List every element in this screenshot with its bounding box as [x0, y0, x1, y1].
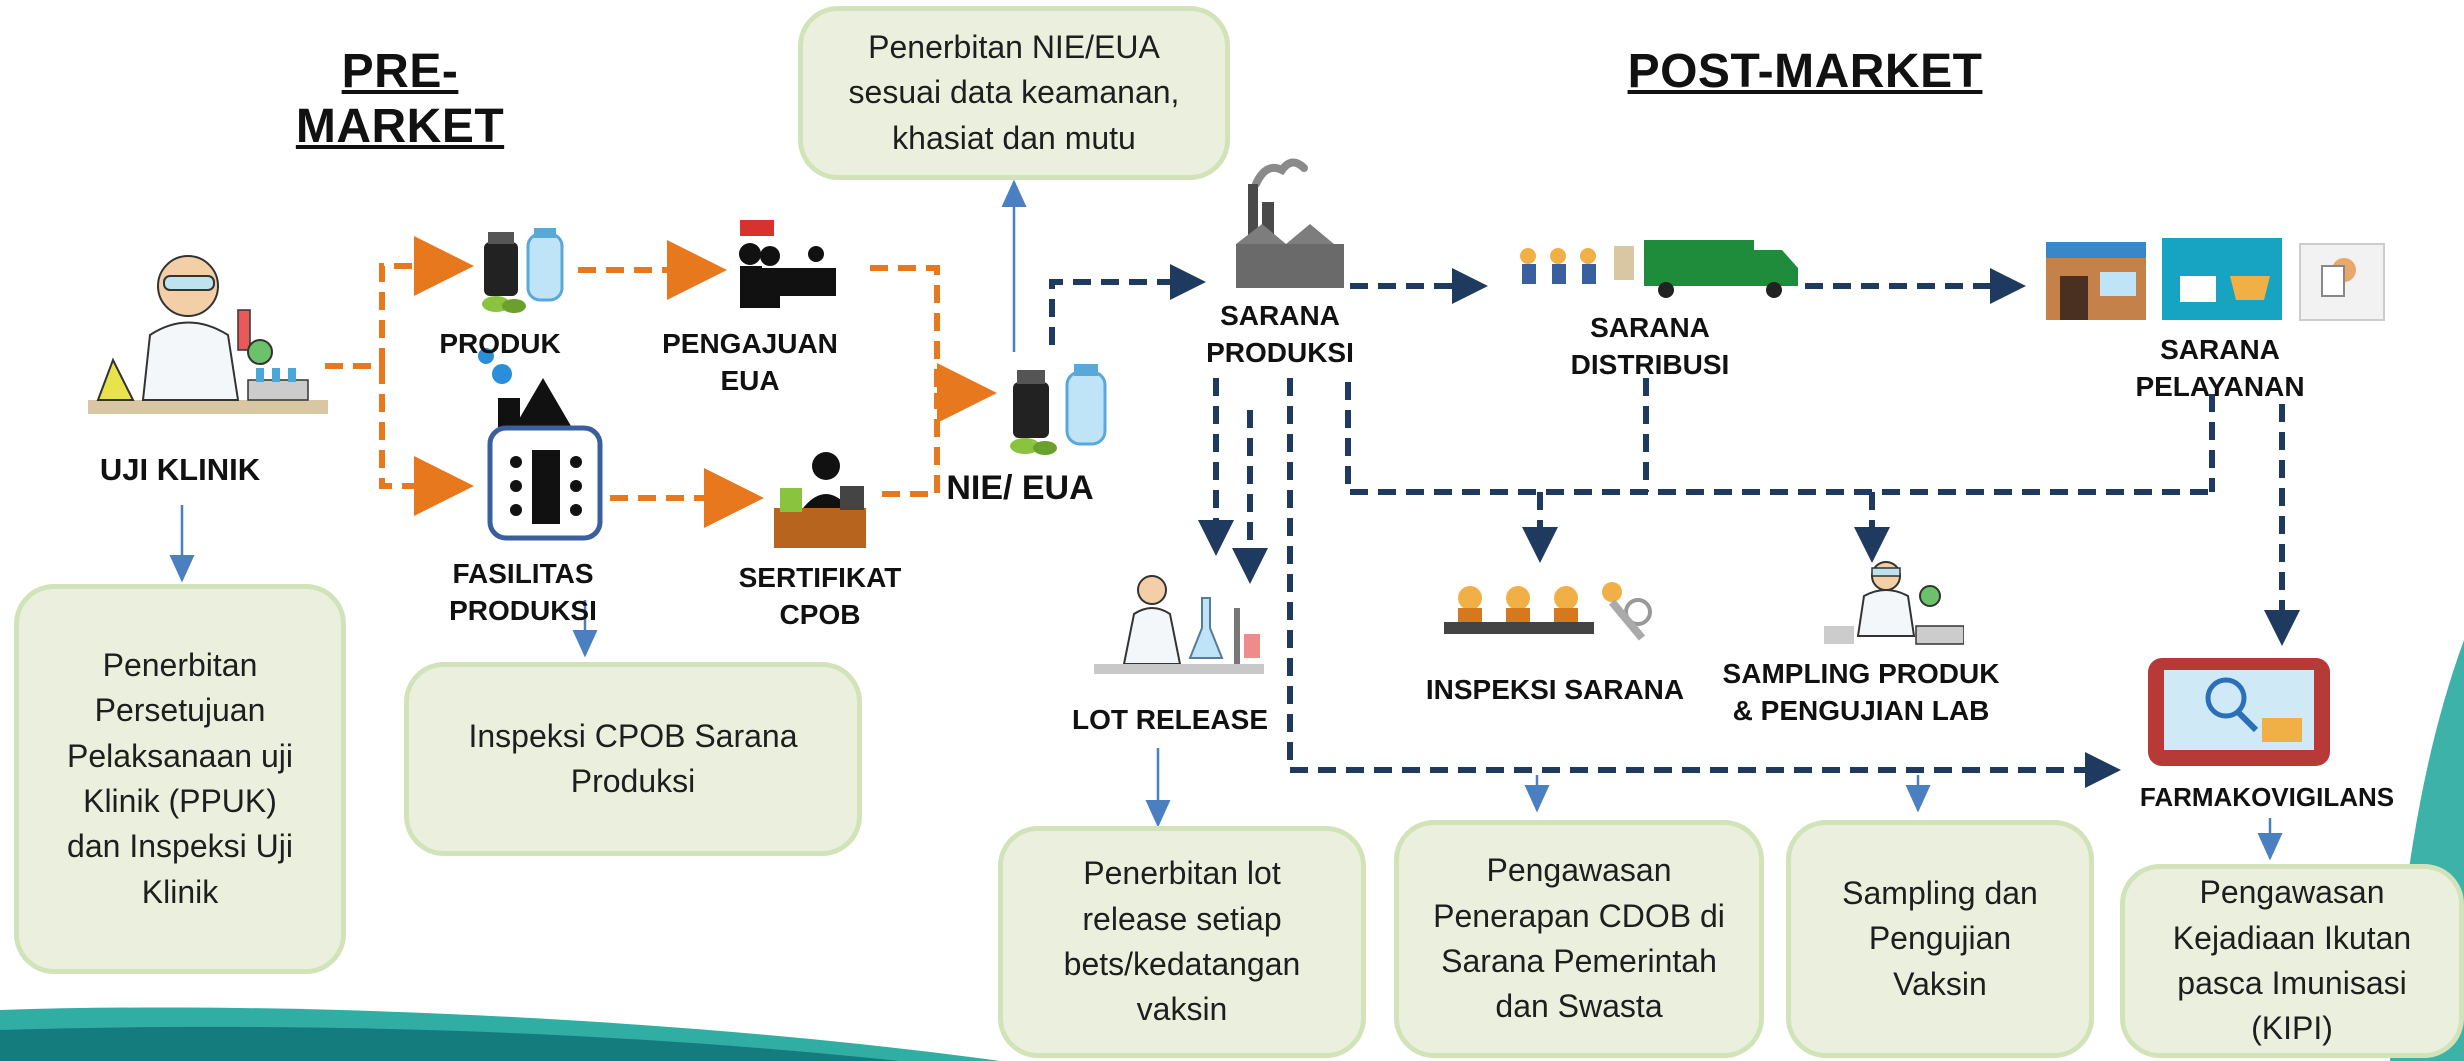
- sampling-produk-label: SAMPLING PRODUK & PENGUJIAN LAB: [1722, 658, 2000, 726]
- store-icon: [2044, 236, 2388, 322]
- registration-desk-icon: [730, 216, 840, 312]
- lot-release-box: Penerbitan lot release setiap bets/kedat…: [998, 826, 1366, 1058]
- arrow-split-to-fasilitas: [379, 366, 474, 516]
- delivery-truck-icon: [1514, 236, 1800, 300]
- officer-desk-icon: [770, 448, 870, 548]
- cpob-box: Inspeksi CPOB Sarana Produksi: [404, 662, 862, 856]
- monitor-icon: [2144, 654, 2334, 770]
- ppuk-box: Penerbitan Persetujuan Pelaksanaan uji K…: [14, 584, 346, 974]
- lot-release-label: LOT RELEASE: [1071, 704, 1268, 735]
- scientist-icon: [88, 240, 328, 430]
- inspeksi-sarana-label: INSPEKSI SARANA: [1425, 674, 1685, 705]
- sarana-distribusi-label: SARANA DISTRIBUSI: [1570, 312, 1730, 380]
- produk-label: PRODUK: [439, 328, 561, 359]
- vaccine-vials-icon: [470, 228, 570, 314]
- sampling-box: Sampling dan Pengujian Vaksin: [1786, 820, 2094, 1058]
- arrow-split-to-produk: [379, 236, 474, 366]
- uji-klinik-label: UJI KLINIK: [99, 452, 261, 487]
- lab-icon: [1094, 568, 1264, 678]
- factory-icon: [1226, 154, 1346, 288]
- arrow-cpob-to-nie: [882, 393, 940, 497]
- vaccine-vials-icon-nie: [995, 362, 1115, 458]
- bottom-swoosh-shadow: [0, 1026, 900, 1061]
- cdob-box: Pengawasan Penerapan CDOB di Sarana Peme…: [1394, 820, 1764, 1058]
- lab-sampling-icon: [1824, 556, 1964, 648]
- post-market-heading: POST-MARKET: [1627, 45, 1983, 98]
- kipi-box: Pengawasan Kejadiaan Ikutan pasca Imunis…: [2120, 864, 2464, 1058]
- nie-eua-label: NIE/ EUA: [946, 469, 1094, 507]
- inspection-icon: [1442, 568, 1664, 646]
- fasilitas-produksi-label: FASILITAS PRODUKSI: [449, 558, 597, 626]
- arrow-eua-to-nie: [870, 265, 997, 423]
- farmakovigilans-label: FARMAKOVIGILANS: [2139, 782, 2395, 812]
- pre-market-heading: PRE-MARKET: [295, 45, 505, 153]
- sarana-produksi-label: SARANA PRODUKSI: [1206, 300, 1354, 368]
- line-produksi-to-farmako: [1287, 378, 2121, 788]
- nie-eua-box: Penerbitan NIE/EUA sesuai data keamanan,…: [798, 6, 1230, 180]
- factory-meeting-icon: [468, 338, 618, 550]
- bus-from-produksi: [1345, 382, 2212, 495]
- sarana-pelayanan-label: SARANA PELAYANAN: [2135, 334, 2305, 402]
- sertifikat-cpob-label: SERTIFIKAT CPOB: [738, 562, 902, 630]
- arrow-nie-to-produksi: [1049, 264, 1206, 345]
- pengajuan-eua-label: PENGAJUAN EUA: [662, 328, 838, 396]
